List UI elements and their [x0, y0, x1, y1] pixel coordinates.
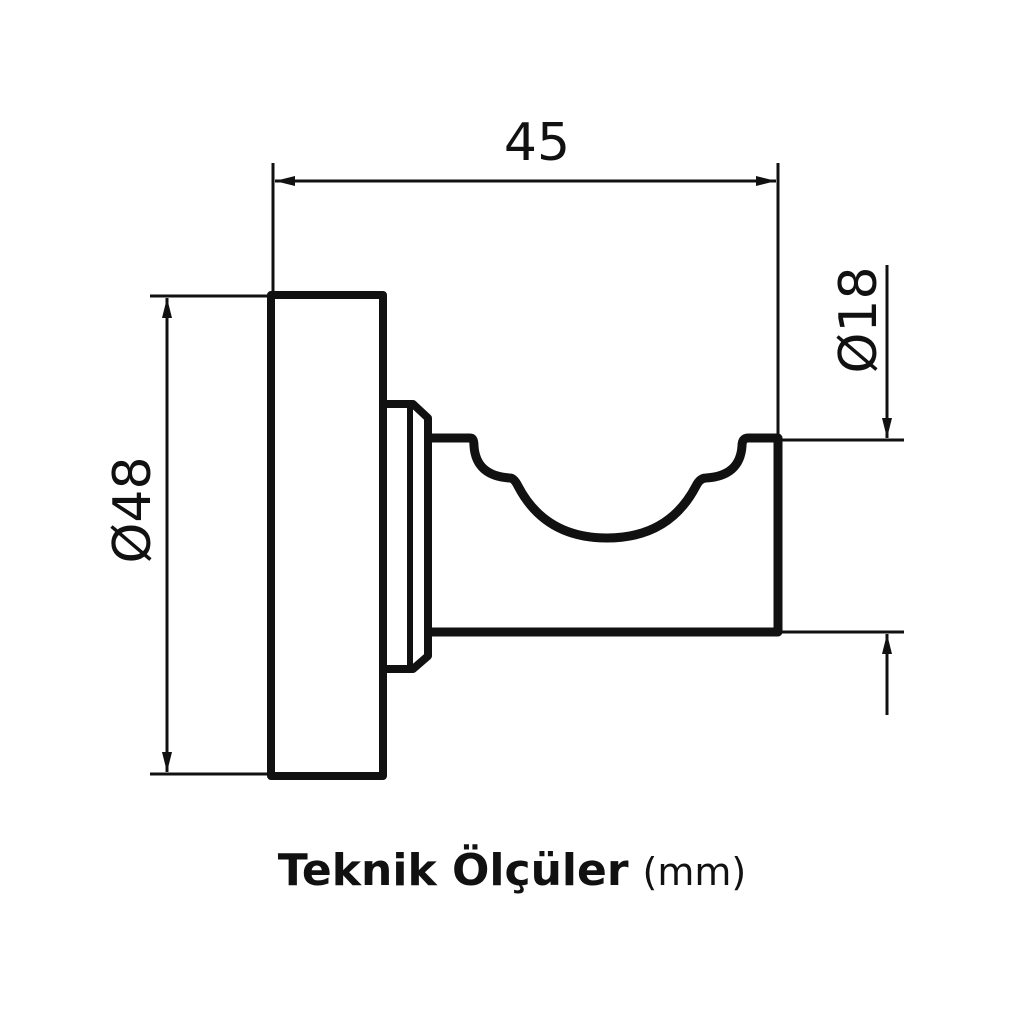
base-plate [267, 291, 387, 780]
caption-title: Teknik Ölçüler [277, 845, 629, 896]
caption-unit: (mm) [642, 850, 747, 894]
dimension-label-18: Ø18 [829, 266, 889, 373]
dimension-label-48: Ø48 [103, 456, 163, 563]
caption: Teknik Ölçüler (mm) [0, 845, 1024, 896]
dimension-label-45: 45 [504, 113, 570, 173]
collar [383, 400, 432, 673]
hook-body [430, 433, 783, 637]
